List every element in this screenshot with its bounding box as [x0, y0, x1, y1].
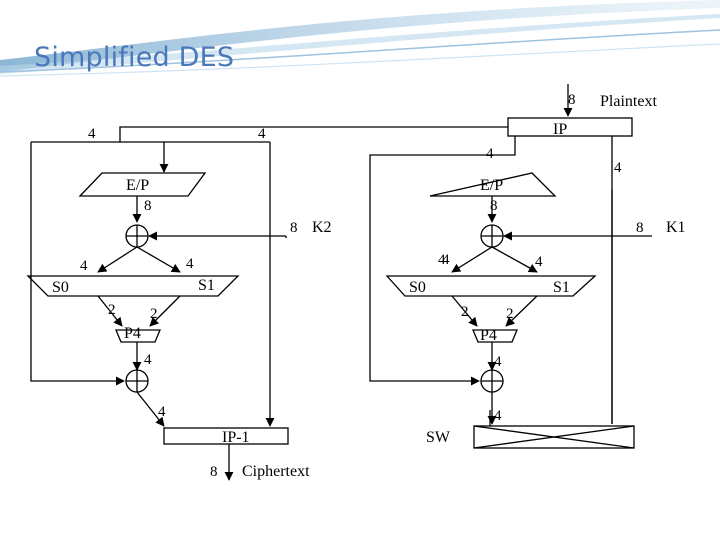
p4-out-k2: 4 — [144, 352, 152, 368]
ep-label-k2: E/P — [126, 177, 149, 194]
key-label-k2: K2 — [312, 219, 332, 236]
ep-out-k1: 8 — [490, 198, 498, 214]
second-in-k2: 4 — [438, 252, 446, 268]
ciphertext-label: Ciphertext — [242, 463, 310, 480]
sw-label: SW — [426, 429, 451, 446]
key-label-k1: K1 — [666, 219, 686, 236]
s1-label-k1: S1 — [553, 279, 570, 296]
k2-right-in: 4 — [614, 160, 622, 176]
s1-out-k2: 2 — [150, 306, 158, 322]
s0-in-k2: 4 — [80, 258, 88, 274]
plaintext-width: 8 — [568, 92, 576, 108]
s0-out-k1: 2 — [461, 304, 469, 320]
p4-label-k2: P4 — [124, 325, 141, 342]
ep-label-k1: E/P — [480, 177, 503, 194]
ep-out-k2: 8 — [144, 198, 152, 214]
s1-out-k1: 2 — [506, 306, 514, 322]
key-width-k1: 8 — [636, 220, 644, 236]
xor-out-k1: 4 — [494, 408, 502, 424]
s0-label-k2: S0 — [52, 279, 69, 296]
ciphertext-width: 8 — [210, 464, 218, 480]
s1-in-k1: 4 — [535, 254, 543, 270]
ip-right-out: 4 — [258, 126, 266, 142]
p4-label-k1: P4 — [480, 327, 497, 344]
ip-label: IP — [553, 121, 567, 138]
ip-left-out: 4 — [88, 126, 96, 142]
key-width-k2: 8 — [290, 220, 298, 236]
s0-out-k2: 2 — [108, 302, 116, 318]
p4-out-k1: 4 — [494, 354, 502, 370]
k2-left-in: 4 — [486, 146, 494, 162]
s1-in-k2: 4 — [186, 256, 194, 272]
s1-label-k2: S1 — [198, 277, 215, 294]
xor-out-k2: 4 — [158, 404, 166, 420]
plaintext-label: Plaintext — [600, 93, 657, 110]
slide-title: Simplified DES — [34, 42, 234, 73]
ipinv-label: IP-1 — [222, 429, 250, 446]
s0-label-k1: S0 — [409, 279, 426, 296]
